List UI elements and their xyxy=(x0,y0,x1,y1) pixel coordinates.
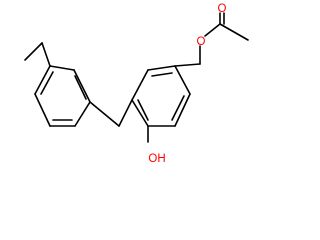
bond-ring2 xyxy=(147,65,176,71)
double-bond-ring1 xyxy=(74,75,87,100)
methylene-bridge xyxy=(89,99,133,127)
bond-bridge xyxy=(89,101,120,127)
atom-label-carbonyl-oxygen: O xyxy=(218,3,227,15)
right-benzene-ring xyxy=(131,65,191,127)
bond-ring1 xyxy=(73,69,91,103)
atom-label-ester-oxygen: O xyxy=(197,36,206,48)
bond-acyl-methyl xyxy=(219,23,249,41)
double-bond-ring1 xyxy=(40,71,54,95)
bond-ring2 xyxy=(131,69,149,101)
ethyl-group xyxy=(24,42,51,67)
bond-ethyl-ch2 xyxy=(41,42,51,67)
bond-ester-o xyxy=(204,23,221,37)
bond-ring1 xyxy=(74,101,91,127)
bond-ring2 xyxy=(174,93,191,127)
bond-ring1 xyxy=(34,65,51,95)
bond-ring2 xyxy=(174,65,191,95)
left-benzene-ring xyxy=(34,65,91,127)
acetoxymethyl-group xyxy=(174,12,249,67)
atom-label-hydroxyl: OH xyxy=(148,153,165,165)
bond-bridge xyxy=(118,99,133,127)
bond-ring1 xyxy=(34,93,51,127)
bond-ethyl-ch3 xyxy=(24,42,43,61)
bond-ch2 xyxy=(174,63,201,67)
double-bond-ring2 xyxy=(137,99,149,121)
bond-ring1 xyxy=(49,65,75,71)
structure-diagram: O O OH xyxy=(24,3,249,165)
double-bond-ring2 xyxy=(171,95,185,121)
bond-ring2 xyxy=(131,99,149,127)
double-bond-ring2 xyxy=(151,72,173,77)
